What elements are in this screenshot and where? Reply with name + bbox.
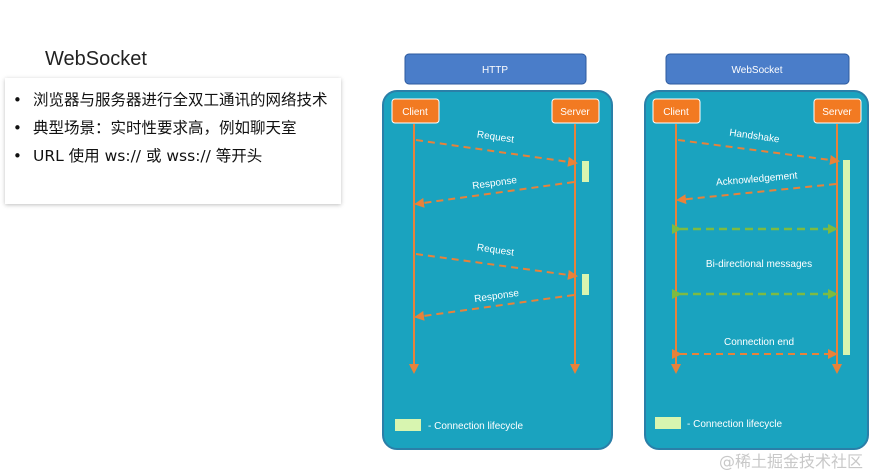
- ws-lifecycle-bar: [843, 160, 850, 355]
- ws-header-label: WebSocket: [732, 65, 783, 76]
- http-client-label: Client: [402, 107, 428, 118]
- ws-header: [665, 53, 850, 85]
- ws-ack-arrow: [676, 183, 837, 205]
- ws-connection-end-label: Connection end: [724, 337, 794, 348]
- http-response-arrow: [414, 181, 575, 208]
- http-header-label: HTTP: [482, 65, 508, 76]
- bullet-list: 浏览器与服务器进行全双工通讯的网络技术 典型场景：实时性要求高，例如聊天室 UR…: [5, 78, 341, 170]
- http-client-node: [391, 98, 440, 124]
- http-request-label: Request: [476, 129, 515, 145]
- ws-legend-label: - Connection lifecycle: [687, 419, 782, 430]
- ws-server-node: [813, 98, 862, 124]
- slide-title: WebSocket: [45, 48, 147, 70]
- ws-server-label: Server: [822, 107, 852, 118]
- http-request-arrow: [415, 139, 578, 167]
- http-legend-swatch: [395, 419, 421, 431]
- bullet-text: URL 使用 ws:// 或 wss:// 等开头: [33, 147, 263, 165]
- bullet-text: 典型场景：实时性要求高，例如聊天室: [33, 119, 297, 137]
- bullet-item: 典型场景：实时性要求高，例如聊天室: [13, 114, 341, 142]
- ws-bidirectional-label: Bi-directional messages: [706, 259, 812, 270]
- http-request-label: Request: [476, 242, 515, 258]
- bullet-item: 浏览器与服务器进行全双工通讯的网络技术: [13, 86, 333, 114]
- watermark: @稀土掘金技术社区: [718, 452, 863, 471]
- http-lifecycle-bar: [582, 274, 589, 295]
- ws-handshake-arrow: [677, 139, 840, 165]
- bullet-item: URL 使用 ws:// 或 wss:// 等开头: [13, 142, 341, 170]
- http-lifecycle-bar: [582, 161, 589, 182]
- ws-legend-swatch: [655, 417, 681, 429]
- bullet-text: 浏览器与服务器进行全双工通讯的网络技术: [33, 91, 328, 109]
- http-request-arrow: [415, 253, 578, 280]
- ws-client-node: [652, 98, 701, 124]
- http-server-node: [551, 98, 600, 124]
- http-response-arrow: [414, 294, 575, 321]
- http-panel: [382, 90, 613, 450]
- bullet-card: 浏览器与服务器进行全双工通讯的网络技术 典型场景：实时性要求高，例如聊天室 UR…: [5, 78, 341, 204]
- ws-panel: [644, 90, 869, 450]
- http-header: [404, 53, 587, 85]
- http-server-label: Server: [560, 107, 590, 118]
- ws-client-label: Client: [663, 107, 689, 118]
- http-legend-label: - Connection lifecycle: [428, 421, 523, 432]
